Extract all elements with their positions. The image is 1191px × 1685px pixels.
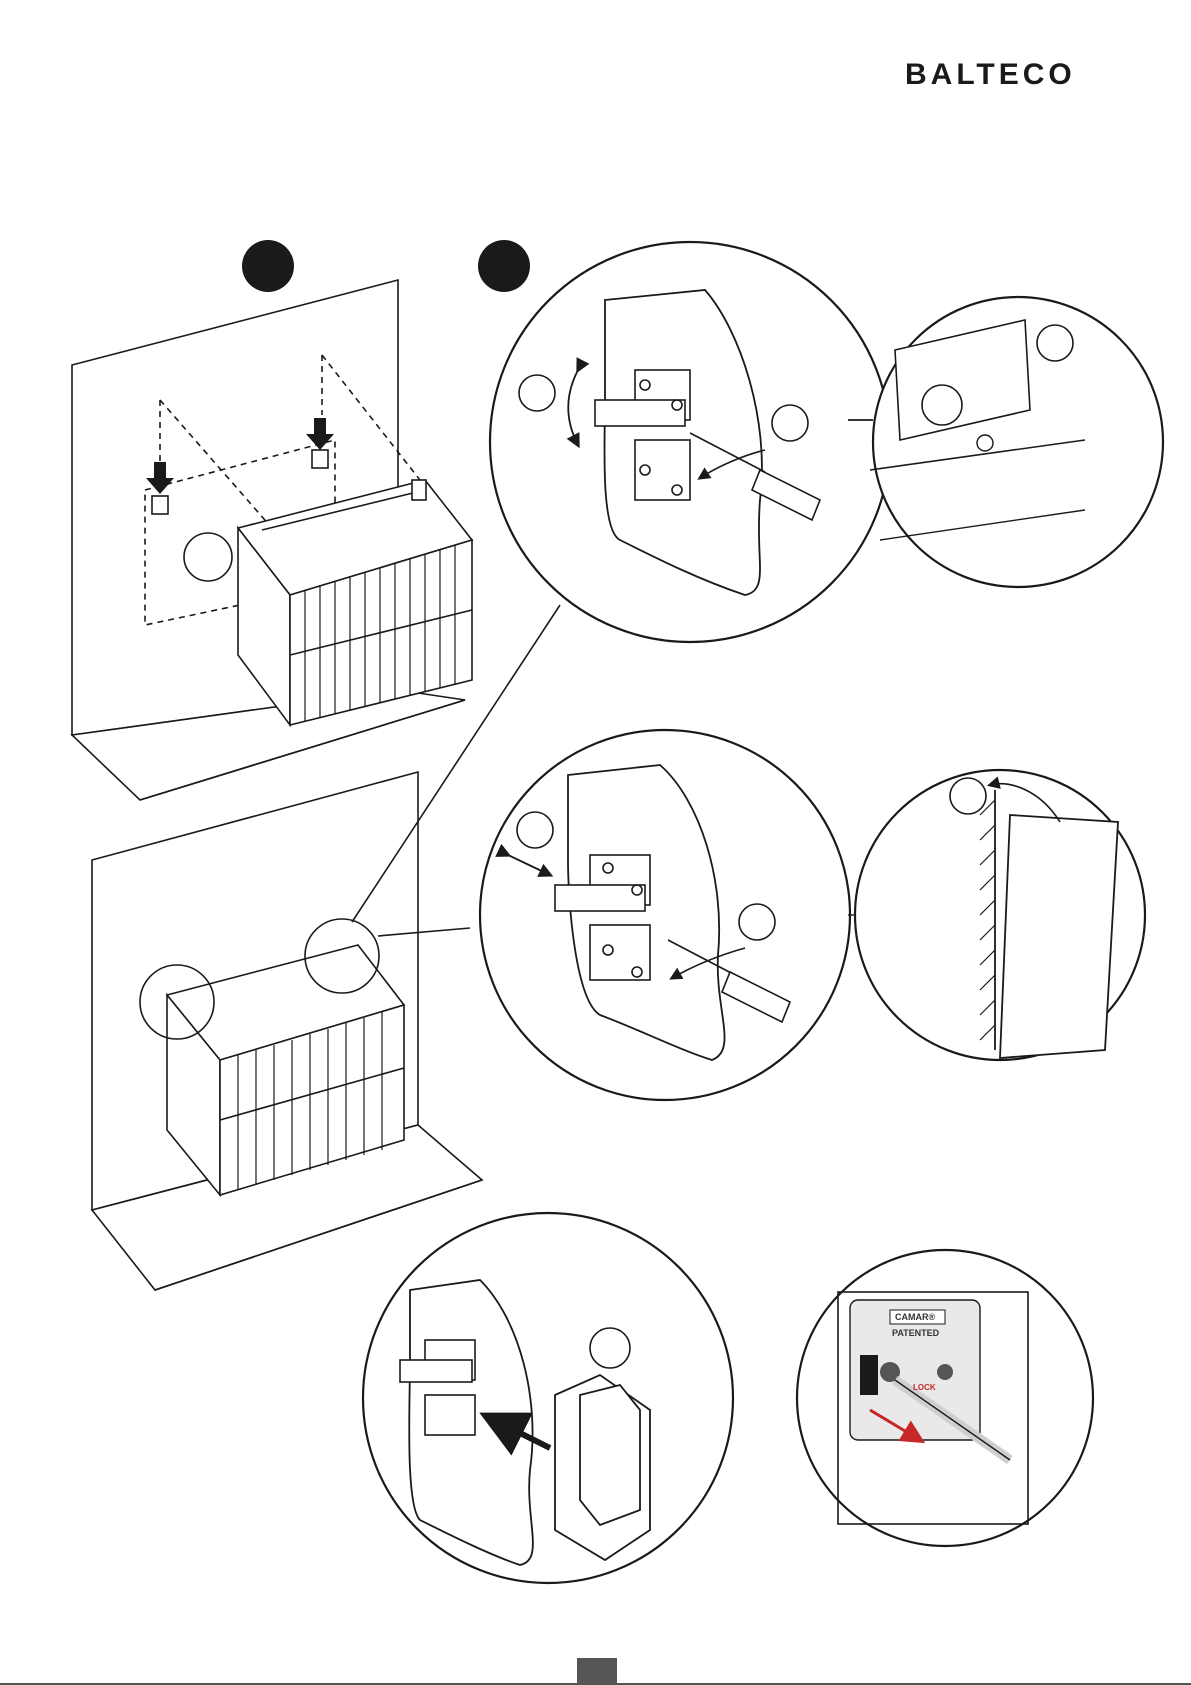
detail-wall-hanger-insert [363,1213,733,1583]
detail-hanger-adjust-depth [480,730,850,1100]
wall-hanger-icon [555,1375,650,1560]
step-badge-2-icon [478,240,530,292]
scene-hanging-cabinet [72,280,472,800]
detail-lock-bracket [797,1250,1093,1546]
stamp-patented: PATENTED [892,1328,940,1338]
detail-hanger-adjust-height [490,242,890,642]
step-badge-1-icon [242,240,294,292]
detail-cabinet-top-edge [848,297,1163,587]
page-footer-tab [577,1658,617,1685]
stamp-lock: LOCK [913,1383,936,1392]
detail-wall-gap [855,770,1145,1060]
stamp-brand-small: CAMAR® [895,1312,935,1322]
